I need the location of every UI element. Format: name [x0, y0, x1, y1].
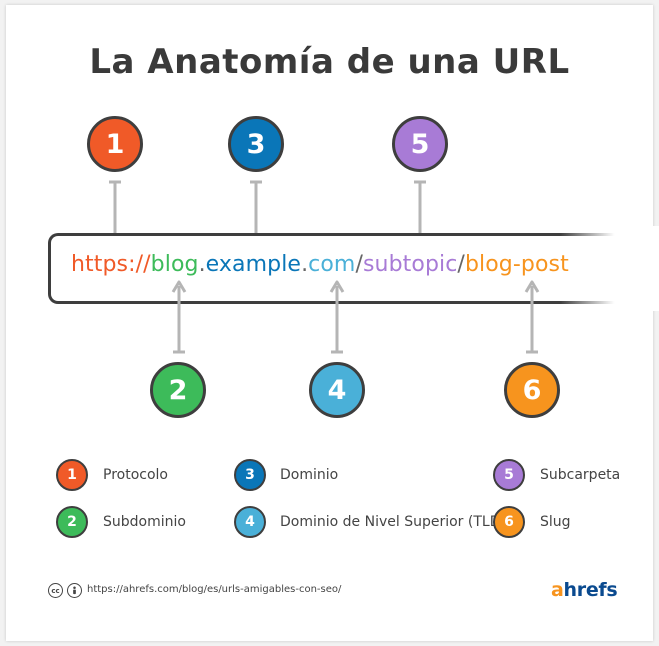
legend-4-circle: 4 [234, 506, 266, 538]
marker-5-number: 5 [410, 128, 430, 160]
legend-2-label: Subdominio [103, 514, 186, 530]
legend-3-number: 3 [245, 467, 255, 483]
legend-5-label: Subcarpeta [540, 467, 621, 483]
source-url-link[interactable]: https://ahrefs.com/blog/es/urls-amigable… [87, 584, 342, 595]
connector-slug [524, 280, 540, 354]
url-dot-1: . [198, 252, 206, 277]
marker-4-tld: 4 [309, 362, 365, 418]
marker-2-subdomain: 2 [150, 362, 206, 418]
brand-first-letter: a [551, 579, 564, 601]
legend-4-label: Dominio de Nivel Superior (TLD) [280, 514, 506, 530]
url-slash-2: / [457, 252, 465, 277]
url-tld: com [308, 252, 356, 277]
legend-5-circle: 5 [493, 459, 525, 491]
url-example: https://blog.example.com/subtopic/blog-p… [71, 252, 569, 277]
marker-4-number: 4 [327, 374, 347, 406]
legend-3-label: Dominio [280, 467, 339, 483]
legend-5-number: 5 [504, 467, 514, 483]
marker-3-number: 3 [246, 128, 266, 160]
url-box-fade [560, 226, 659, 311]
connector-subdomain [171, 280, 187, 354]
legend-2-circle: 2 [56, 506, 88, 538]
legend-1-circle: 1 [56, 459, 88, 491]
brand-rest: hrefs [563, 579, 618, 601]
marker-6-slug: 6 [504, 362, 560, 418]
license-icons: cc [48, 583, 82, 598]
url-slash-1: / [355, 252, 363, 277]
ahrefs-logo: ahrefs [551, 579, 618, 601]
marker-5-subfolder: 5 [392, 116, 448, 172]
cc-glyph: cc [51, 586, 60, 595]
legend-6-number: 6 [504, 514, 514, 530]
legend-6-circle: 6 [493, 506, 525, 538]
page-title: La Anatomía de una URL [89, 42, 570, 82]
cc-icon: cc [48, 583, 63, 598]
url-protocol: https:// [71, 252, 151, 277]
url-subdomain: blog [150, 252, 199, 277]
marker-1-protocol: 1 [87, 116, 143, 172]
connector-tld [329, 280, 345, 354]
url-dot-2: . [301, 252, 309, 277]
legend-4-number: 4 [245, 514, 255, 530]
marker-1-number: 1 [105, 128, 125, 160]
legend-3-circle: 3 [234, 459, 266, 491]
url-slug: blog-post [464, 252, 569, 277]
legend-2-number: 2 [67, 514, 77, 530]
marker-2-number: 2 [168, 374, 188, 406]
attribution-icon [67, 583, 82, 598]
url-subfolder: subtopic [362, 252, 458, 277]
url-domain: example [205, 252, 302, 277]
marker-6-number: 6 [522, 374, 542, 406]
legend-6-label: Slug [540, 514, 571, 530]
legend-1-label: Protocolo [103, 467, 168, 483]
infographic-card [6, 5, 653, 641]
legend-1-number: 1 [67, 467, 77, 483]
marker-3-domain: 3 [228, 116, 284, 172]
